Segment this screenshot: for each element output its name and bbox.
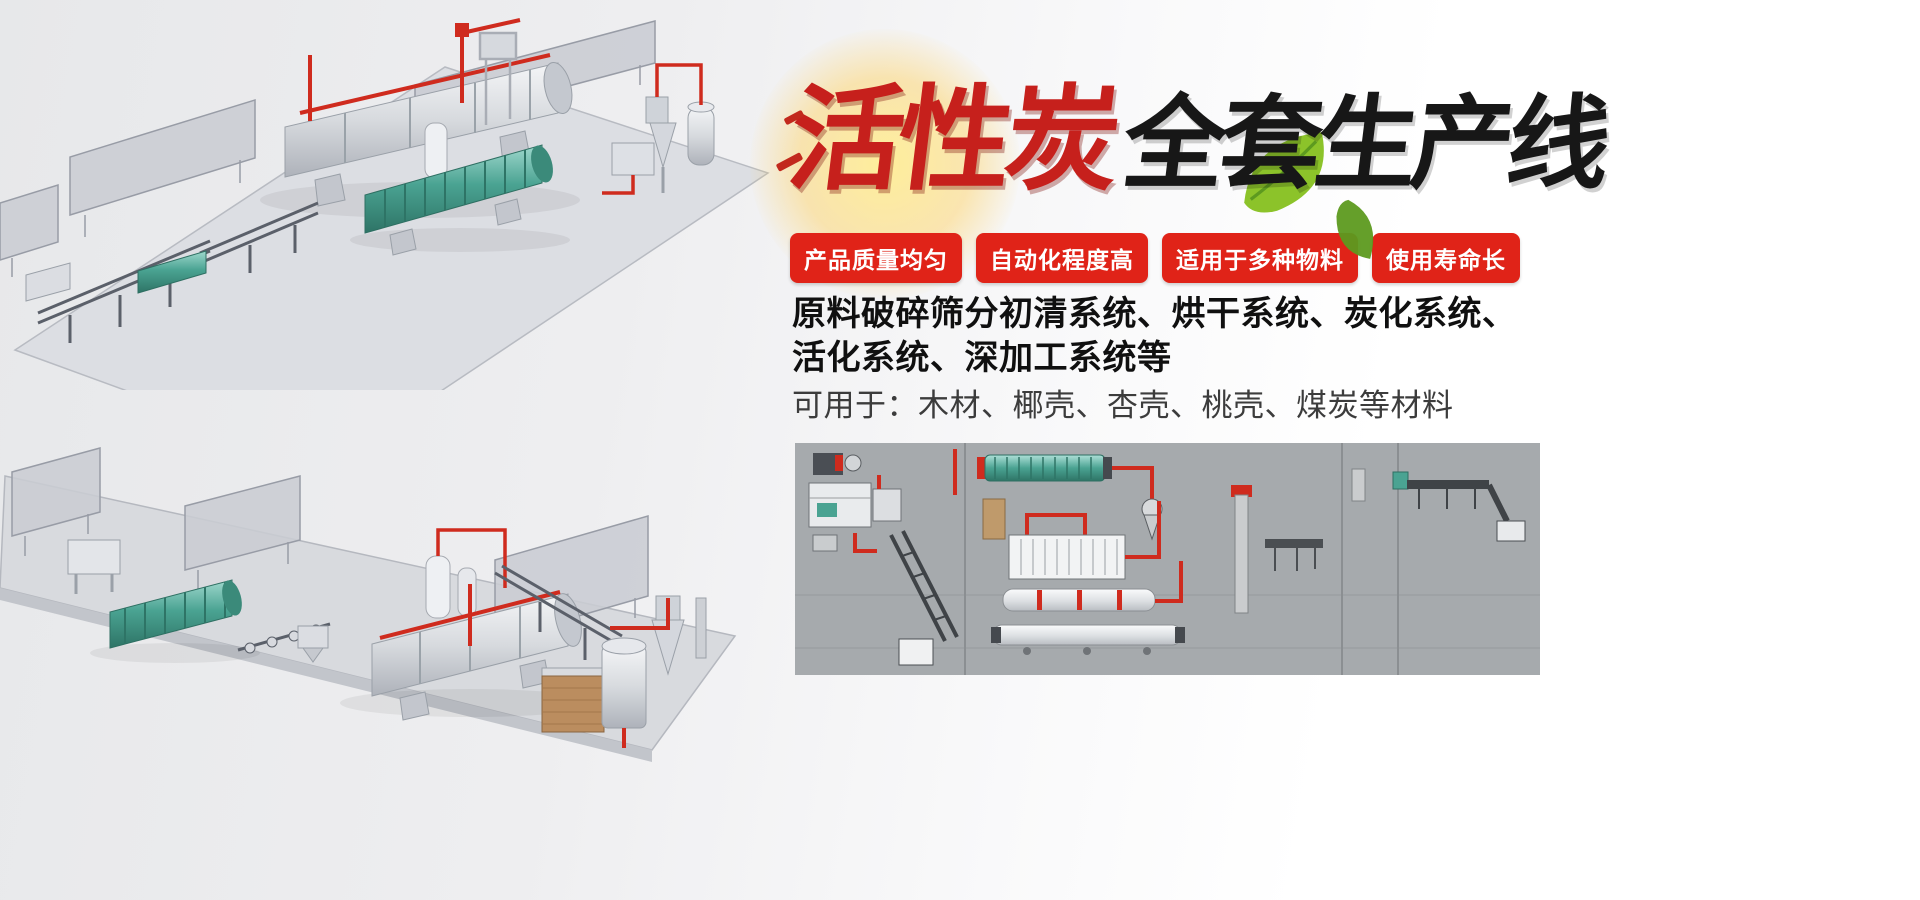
cyclone-separator — [649, 122, 677, 169]
production-line-3d-render-top — [0, 5, 780, 390]
production-line-3d-render-bottom — [0, 388, 760, 766]
badge-lifespan: 使用寿命长 — [1372, 233, 1520, 283]
bucket-elevator — [1234, 494, 1249, 614]
dryer-drum — [984, 454, 1106, 482]
description-line-3: 可用于：木材、椰壳、杏壳、桃壳、煤炭等材料 — [792, 388, 1454, 423]
carbonization-drum — [364, 144, 553, 256]
feed-hopper — [25, 262, 71, 302]
cooling-cylinder — [992, 624, 1182, 646]
title-red: 活性炭 — [782, 77, 1122, 204]
belt-conveyor — [1407, 480, 1489, 489]
cyclone-and-tanks — [602, 63, 715, 195]
transfer-conveyor — [199, 201, 319, 273]
cyclone-and-tanks — [601, 595, 707, 748]
badge-row: 产品质量均匀 自动化程度高 适用于多种物料 使用寿命长 — [790, 233, 1520, 283]
vertical-tank-small — [457, 567, 477, 617]
heat-exchanger — [1008, 534, 1126, 580]
surge-hopper — [297, 625, 329, 663]
description-block: 原料破碎筛分初清系统、烘干系统、炭化系统、 活化系统、深加工系统等 可用于：木材… — [792, 292, 1517, 428]
badge-quality: 产品质量均匀 — [790, 233, 962, 283]
vertical-tank — [424, 122, 448, 179]
description-line-1: 原料破碎筛分初清系统、烘干系统、炭化系统、 — [792, 295, 1517, 333]
red-piping — [436, 528, 507, 588]
right-content: 活性炭全套生产线 产品质量均匀 自动化程度高 适用于多种物料 使用寿命长 原料破… — [750, 0, 1611, 900]
brick-furnace — [541, 667, 605, 733]
production-line-schematic-svg — [795, 443, 1540, 675]
badge-materials: 适用于多种物料 — [1162, 233, 1358, 283]
description-line-2: 活化系统、深加工系统等 — [792, 339, 1172, 377]
schematic-packing-section — [1351, 468, 1526, 542]
schematic-feeding-section — [808, 453, 959, 666]
screening-drum — [109, 579, 242, 649]
badge-automation: 自动化程度高 — [976, 233, 1148, 283]
chimney — [695, 597, 707, 659]
hot-blast-stove — [982, 498, 1006, 540]
production-line-3d-render-top-svg — [0, 18, 770, 390]
activation-drum — [371, 584, 582, 721]
title-black: 全套生产线 — [1117, 87, 1612, 201]
schematic-dryer-section — [953, 449, 1323, 655]
red-piping — [299, 18, 551, 121]
banner-title: 活性炭全套生产线 — [750, 29, 1611, 299]
packing-machine — [1496, 520, 1526, 542]
incline-conveyor — [494, 564, 623, 660]
leaf-icon — [1230, 116, 1360, 246]
belt-conveyor — [1265, 539, 1323, 548]
screening-drum — [137, 250, 207, 294]
production-line-3d-render-bottom-svg — [0, 447, 737, 762]
leaf-icon — [1310, 194, 1388, 272]
vertical-tank — [425, 555, 451, 619]
feed-hopper — [67, 539, 121, 594]
support-tower — [478, 31, 518, 125]
production-line-schematic — [795, 443, 1540, 675]
rotary-dryer — [284, 18, 573, 207]
